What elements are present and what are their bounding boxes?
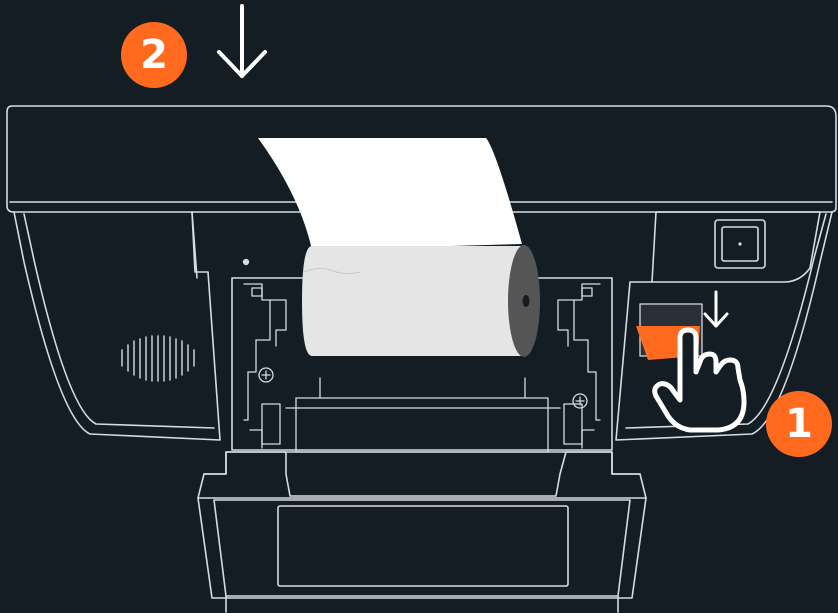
front-cover <box>197 451 647 599</box>
step-2-label: 2 <box>140 32 168 78</box>
step-2-badge-circle <box>121 22 187 88</box>
speaker-grille <box>121 335 195 382</box>
paper-sheet <box>258 138 522 250</box>
front-cover-hinge <box>203 451 641 497</box>
arrow-down-icon <box>217 4 267 78</box>
right-mechanism <box>557 283 601 449</box>
power-button-frame <box>714 219 766 269</box>
printer-body-left <box>13 211 221 441</box>
paper-guide <box>295 397 549 453</box>
pointing-hand-icon <box>652 327 747 433</box>
printer-body-right-inner <box>625 213 827 429</box>
arrow-down-icon <box>703 290 729 328</box>
printer-lid <box>6 105 837 213</box>
left-panel-seam <box>191 211 198 279</box>
control-recess <box>651 211 821 283</box>
front-cover-window <box>277 505 569 587</box>
step-1-badge-circle <box>766 391 832 457</box>
paper-roll-core <box>522 295 530 307</box>
power-button <box>721 226 759 262</box>
left-mechanism <box>242 258 287 449</box>
power-led <box>738 242 742 246</box>
step-1-label: 1 <box>785 401 813 447</box>
paper-roll <box>302 246 522 356</box>
printer-body-left-inner <box>23 213 215 429</box>
